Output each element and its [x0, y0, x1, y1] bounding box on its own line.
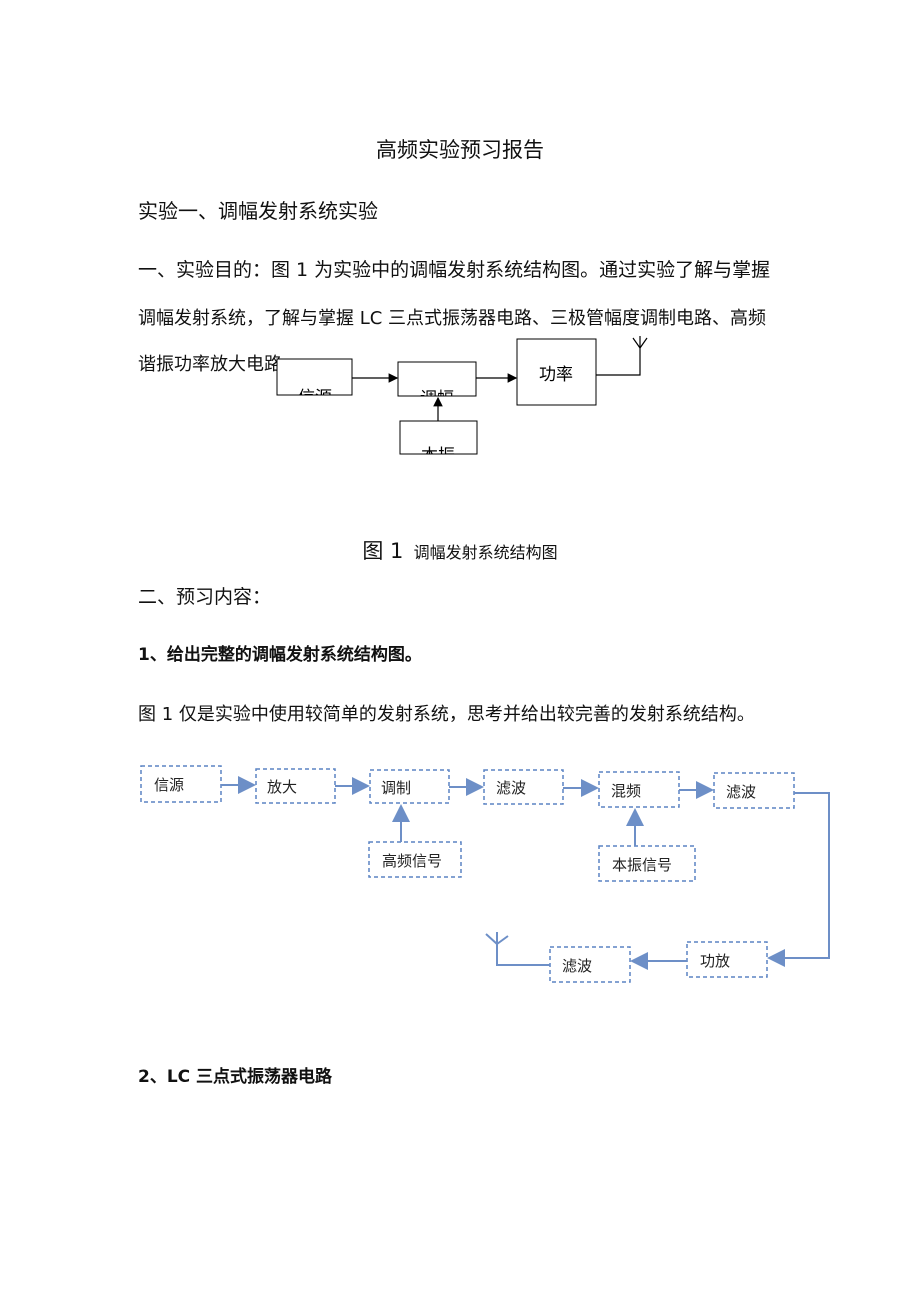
fig2-mixer-box: [598, 771, 680, 808]
figure-1-block-diagram: 信源 调幅 功率 本振: [276, 336, 648, 466]
item-2-heading: 2、LC 三点式振荡器电路: [138, 1067, 333, 1087]
purpose-paragraph-line-2: 调幅发射系统，了解与掌握 LC 三点式振荡器电路、三极管幅度调制电路、高频: [138, 308, 767, 329]
fig2-mod-label: 调制: [381, 779, 411, 797]
purpose-heading: 一、实验目的：: [138, 259, 272, 281]
fig2-lo-signal-box: [598, 845, 696, 882]
caption-figure-number: 图 1: [362, 539, 404, 563]
fig1-modulator-box: [397, 361, 477, 397]
fig2-amp-box: [255, 768, 336, 804]
caption-text: 调幅发射系统结构图: [413, 543, 558, 562]
fig1-source-label: 信源: [298, 388, 332, 408]
fig2-filter3-label: 滤波: [562, 957, 592, 975]
fig2-antenna-feed: [496, 944, 550, 966]
fig2-power-amp-box: [686, 941, 768, 978]
fig1-source-box: [276, 358, 353, 396]
figure-2-full-transmitter-diagram: 信源 放大 调制 滤波 混频 滤波 高频信号 本振信号 功放 滤波: [140, 765, 830, 983]
fig2-amp-label: 放大: [267, 778, 297, 796]
fig2-mod-box: [369, 769, 450, 804]
fig1-power-label: 功率: [539, 365, 573, 385]
experiment-title: 实验一、调幅发射系统实验: [138, 199, 378, 223]
fig2-mixer-label: 混频: [611, 782, 641, 800]
fig2-filter1-label: 滤波: [496, 779, 526, 797]
fig1-antenna-feed: [596, 348, 641, 376]
fig1-power-box: [516, 338, 597, 406]
preview-heading: 二、预习内容：: [138, 586, 272, 608]
page-title: 高频实验预习报告: [376, 138, 544, 162]
fig2-filter2-label: 滤波: [726, 783, 756, 801]
item-1-text: 图 1 仅是实验中使用较简单的发射系统，思考并给出较完善的发射系统结构。: [138, 704, 755, 725]
purpose-text-1: 图 1 为实验中的调幅发射系统结构图。通过实验了解与掌握: [271, 259, 771, 281]
fig2-lo-signal-label: 本振信号: [612, 856, 672, 874]
fig2-source-box: [140, 765, 222, 803]
fig2-source-label: 信源: [154, 776, 184, 794]
fig2-filter1-box: [483, 769, 564, 805]
fig1-antenna-icon: [632, 336, 648, 349]
item-1-heading: 1、给出完整的调幅发射系统结构图。: [138, 645, 422, 665]
fig2-antenna-icon: [485, 932, 509, 945]
fig2-filter2-box: [713, 772, 795, 809]
fig1-modulator-label: 调幅: [420, 389, 454, 409]
fig2-arrow-filter2-to-pa: [767, 792, 830, 967]
fig2-power-amp-label: 功放: [700, 952, 730, 970]
fig2-hf-signal-label: 高频信号: [382, 852, 442, 870]
fig1-carrier-label: 本振: [421, 446, 455, 466]
fig2-hf-signal-box: [368, 841, 462, 878]
purpose-paragraph-line-1: 一、实验目的：图 1 为实验中的调幅发射系统结构图。通过实验了解与掌握: [138, 257, 770, 283]
purpose-paragraph-line-3: 谐振功率放大电路: [138, 354, 282, 375]
figure-1-caption: 图 1 调幅发射系统结构图: [0, 535, 920, 565]
fig1-carrier-box: [399, 420, 478, 455]
